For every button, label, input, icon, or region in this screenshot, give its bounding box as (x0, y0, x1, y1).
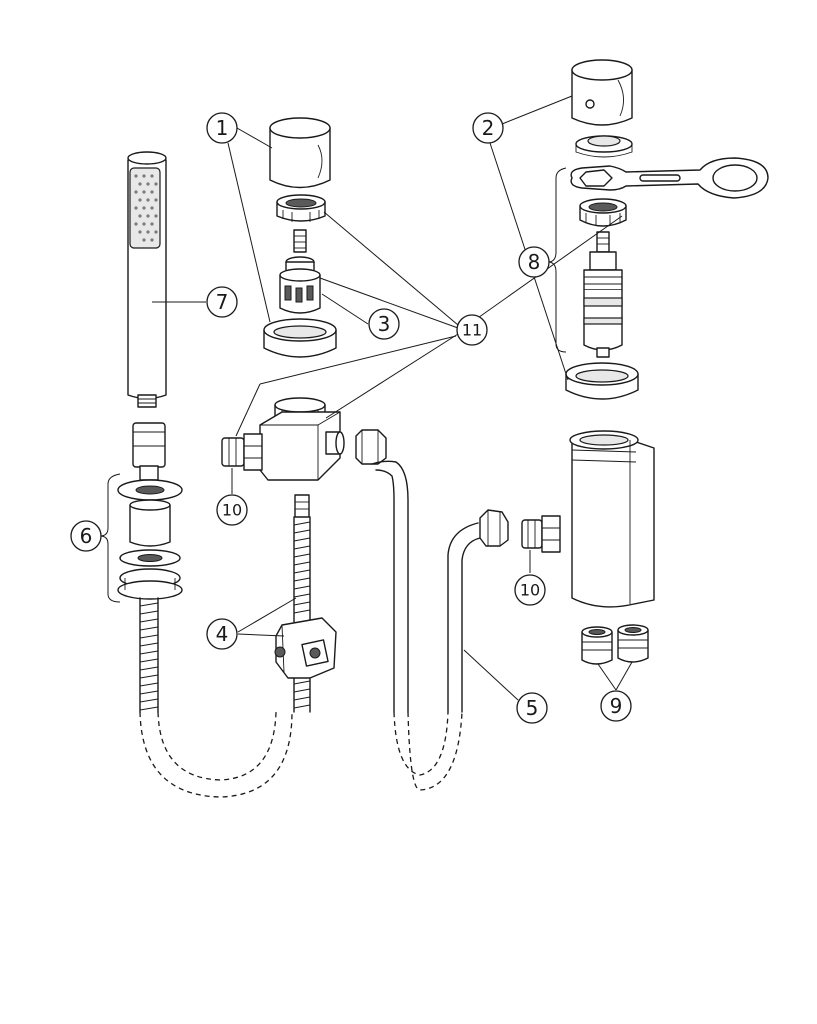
threaded-nut-thermo-part (579, 198, 627, 227)
mixer-handle-part (269, 117, 331, 189)
svg-text:6: 6 (80, 524, 93, 548)
hose-connector-flange-part (117, 422, 183, 600)
svg-text:9: 9 (610, 694, 623, 718)
callout-10-left: 10 (216, 494, 248, 526)
callout-1: 1 (206, 112, 238, 144)
check-valves-part (581, 624, 649, 665)
hand-shower-part (127, 151, 167, 408)
fitting-left-part (221, 433, 263, 471)
callout-6: 6 (70, 520, 102, 552)
callout-9: 9 (600, 690, 632, 722)
left-flexible-hose (139, 597, 293, 798)
callout-8: 8 (518, 246, 550, 278)
callout-5: 5 (516, 692, 548, 724)
svg-text:4: 4 (216, 622, 229, 646)
callout-2: 2 (472, 112, 504, 144)
svg-text:7: 7 (216, 290, 229, 314)
thermostat-handle-part (571, 59, 633, 126)
svg-text:2: 2 (482, 116, 495, 140)
leader-lines (99, 95, 633, 701)
valve-body-part (259, 397, 345, 481)
mixer-ring-part (263, 318, 337, 358)
callout-7: 7 (206, 286, 238, 318)
service-wrench-part (570, 157, 769, 199)
fitting-right-part (521, 515, 561, 553)
callout-11: 11 (456, 314, 488, 346)
svg-text:5: 5 (526, 696, 539, 720)
long-hose-part (355, 429, 509, 791)
adapter-ring-part (575, 135, 633, 158)
callout-3: 3 (368, 308, 400, 340)
svg-text:1: 1 (216, 116, 229, 140)
thermostat-ring-part (565, 362, 639, 400)
threaded-nut-upper-part (276, 194, 326, 222)
svg-text:10: 10 (520, 581, 540, 600)
mixer-cartridge-part (279, 229, 321, 314)
thermostatic-cartridge-part (583, 231, 623, 358)
svg-text:10: 10 (222, 501, 242, 520)
callout-10-right: 10 (514, 574, 546, 606)
svg-text:3: 3 (378, 312, 391, 336)
spray-face-dots (134, 174, 158, 242)
wall-housing-part (569, 430, 655, 608)
diverter-hose-part (274, 494, 337, 713)
svg-text:11: 11 (462, 321, 482, 340)
svg-text:8: 8 (528, 250, 541, 274)
callout-4: 4 (206, 618, 238, 650)
